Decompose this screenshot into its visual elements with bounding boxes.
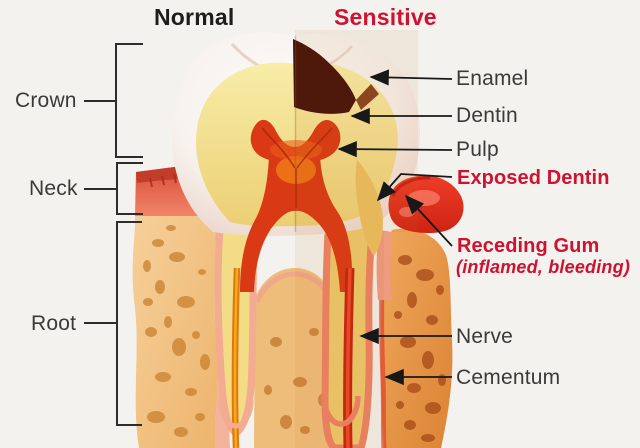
root-canal-right-nerve <box>343 267 355 448</box>
neck-label: Neck <box>29 177 78 200</box>
exposed-dentin-shape <box>355 160 384 256</box>
jawbone-left <box>132 216 230 448</box>
enamel-arrow <box>369 69 453 86</box>
apex-ligament-right <box>321 395 361 427</box>
jawbone-right-inflamed <box>376 228 453 448</box>
receding-gum-note: (inflamed, bleeding) <box>456 257 631 277</box>
periodontal-ligament-right <box>376 230 392 300</box>
crown-label: Crown <box>15 89 77 112</box>
receding-gum-arrow <box>404 194 453 247</box>
apex-ligament-left <box>218 399 254 429</box>
pulp-label: Pulp <box>456 138 499 161</box>
receding-gum-label: Receding Gum <box>457 235 600 257</box>
nerve-label: Nerve <box>456 325 514 348</box>
sensitive-side-tint <box>295 30 418 448</box>
root-canal-left <box>231 267 241 448</box>
pulp-arrow <box>337 141 453 158</box>
exposed-dentin-arrow <box>376 173 453 202</box>
sensitive-title: Sensitive <box>334 4 437 30</box>
cementum-label: Cementum <box>456 366 561 389</box>
pulp-shape <box>240 119 352 292</box>
enamel-label: Enamel <box>456 67 529 90</box>
normal-title: Normal <box>154 4 235 30</box>
pulp-vessels <box>261 127 333 208</box>
exposed-dentin-label: Exposed Dentin <box>457 167 610 189</box>
jawbone-between-roots <box>254 268 335 448</box>
root-label: Root <box>31 312 77 335</box>
cavity-shape <box>293 39 379 114</box>
bone-texture-spots <box>143 225 210 437</box>
dentin-label: Dentin <box>456 104 518 127</box>
